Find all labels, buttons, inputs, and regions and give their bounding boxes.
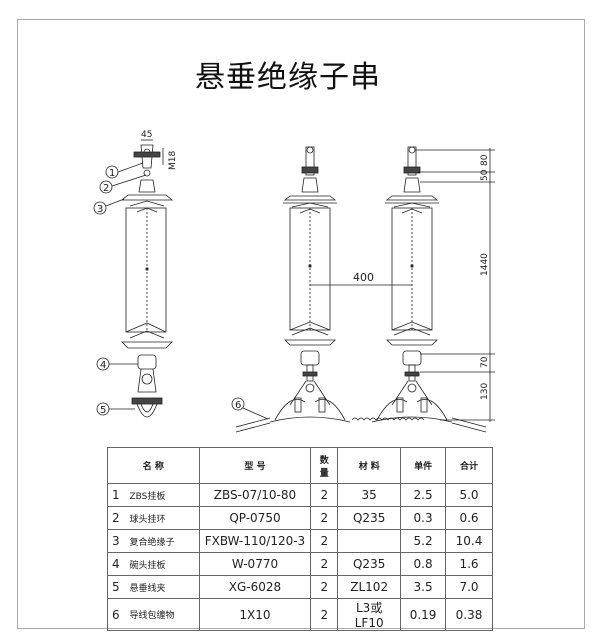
cell-material [337, 529, 402, 553]
cell-model: ZBS-07/10-80 [198, 483, 312, 507]
single-string-view: 45 M18 1 2 3 4 5 [93, 130, 178, 418]
cell-no: 5 [107, 575, 126, 599]
cell-qty: 2 [310, 575, 339, 599]
cell-qty: 2 [310, 483, 339, 507]
table-row: 3 复合绝缘子 FXBW-110/120-3 2 5.2 10.4 [107, 529, 493, 553]
dim-45: 45 [141, 130, 152, 140]
cell-total: 0.38 [445, 598, 493, 631]
header-unit-weight: 单件 [400, 447, 447, 484]
cell-no: 1 [107, 483, 126, 507]
table-row: 6 导线包缠物 1X10 2 L3或LF10 0.19 0.38 [107, 598, 493, 631]
cell-unit: 0.19 [400, 598, 447, 631]
callout-2: 2 [99, 174, 147, 194]
cell-model: FXBW-110/120-3 [198, 529, 312, 553]
callout-5: 5 [96, 402, 135, 416]
drawing-title: 悬垂绝缘子串 [195, 60, 381, 95]
cell-unit: 2.5 [400, 483, 447, 507]
cell-unit: 5.2 [400, 529, 447, 553]
cell-no: 2 [107, 506, 126, 530]
cell-unit: 3.5 [400, 575, 447, 599]
cell-name: 复合绝缘子 [125, 529, 200, 553]
cell-total: 10.4 [445, 529, 493, 553]
dim-50: 50 [480, 169, 490, 181]
dim-80: 80 [480, 154, 490, 166]
svg-text:4: 4 [100, 360, 106, 371]
cell-material: Q235 [337, 506, 402, 530]
cell-total: 7.0 [445, 575, 493, 599]
dim-400: 400 [353, 271, 374, 284]
cell-no: 4 [107, 552, 126, 576]
cell-material: ZL102 [337, 575, 402, 599]
svg-text:5: 5 [100, 405, 106, 416]
cell-name: 碗头挂板 [125, 552, 200, 576]
callout-6: 6 [231, 397, 269, 420]
cell-qty: 2 [310, 552, 339, 576]
cell-model: 1X10 [198, 598, 312, 631]
table-row: 1 ZBS挂板 ZBS-07/10-80 2 35 2.5 5.0 [107, 483, 493, 507]
header-model: 型 号 [198, 447, 312, 484]
cell-model: XG-6028 [198, 575, 312, 599]
callout-3: 3 [93, 198, 125, 215]
svg-text:3: 3 [97, 204, 103, 215]
svg-text:2: 2 [103, 183, 109, 194]
cell-material: L3或LF10 [337, 598, 402, 631]
table-row: 2 球头挂环 QP-0750 2 Q235 0.3 0.6 [107, 506, 493, 530]
cell-name: 悬垂线夹 [125, 575, 200, 599]
cell-unit: 0.3 [400, 506, 447, 530]
cell-total: 1.6 [445, 552, 493, 576]
dim-70: 70 [480, 356, 490, 368]
dim-1440: 1440 [480, 253, 490, 276]
dim-130: 130 [480, 383, 490, 400]
svg-text:1: 1 [109, 168, 115, 179]
cell-material: 35 [337, 483, 402, 507]
cell-no: 3 [107, 529, 126, 553]
cell-name: 导线包缠物 [125, 598, 200, 631]
table-header: 名 称 型 号 数量 材 料 单件 合计 [107, 447, 493, 484]
dim-m18: M18 [168, 151, 178, 170]
cell-name: ZBS挂板 [125, 483, 200, 507]
header-total: 合计 [445, 447, 493, 484]
callout-4: 4 [96, 357, 138, 371]
table-row: 5 悬垂线夹 XG-6028 2 ZL102 3.5 7.0 [107, 575, 493, 599]
cell-qty: 2 [310, 598, 339, 631]
callout-1: 1 [105, 162, 144, 179]
parts-table: 名 称 型 号 数量 材 料 单件 合计 1 ZBS挂板 ZBS-07/10-8… [107, 447, 493, 631]
double-string-view: 400 6 80 50 1440 70 130 [231, 146, 495, 433]
cell-qty: 2 [310, 506, 339, 530]
header-material: 材 料 [337, 447, 402, 484]
cell-unit: 0.8 [400, 552, 447, 576]
cell-name: 球头挂环 [125, 506, 200, 530]
header-name: 名 称 [107, 447, 200, 484]
table-row: 4 碗头挂板 W-0770 2 Q235 0.8 1.6 [107, 552, 493, 576]
cell-total: 0.6 [445, 506, 493, 530]
header-qty: 数量 [310, 447, 339, 484]
cell-model: W-0770 [198, 552, 312, 576]
cell-no: 6 [107, 598, 126, 631]
cell-qty: 2 [310, 529, 339, 553]
cell-model: QP-0750 [198, 506, 312, 530]
cell-material: Q235 [337, 552, 402, 576]
cell-total: 5.0 [445, 483, 493, 507]
svg-text:6: 6 [235, 400, 241, 411]
